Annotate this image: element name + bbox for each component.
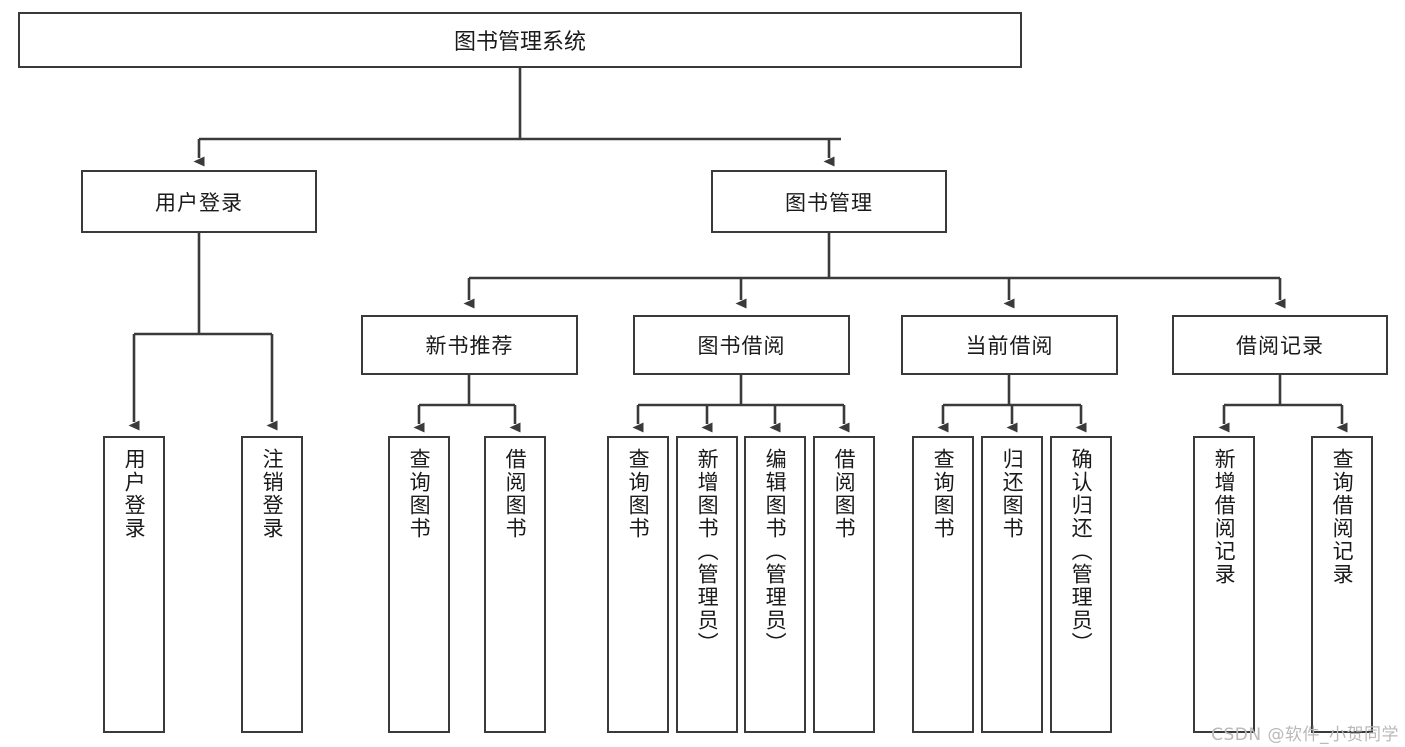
- node-book-management-label: 图书管理: [785, 190, 873, 215]
- leaf-add-borrow-record-label: 新增借阅记录: [1212, 448, 1237, 586]
- leaf-query-book-borrow[interactable]: 查询图书: [607, 436, 669, 733]
- leaf-edit-book-admin[interactable]: 编辑图书（管理员）: [744, 436, 806, 733]
- leaf-add-borrow-record[interactable]: 新增借阅记录: [1193, 436, 1255, 733]
- node-user-login-label: 用户登录: [155, 190, 243, 215]
- node-new-book-recommend[interactable]: 新书推荐: [361, 315, 578, 375]
- leaf-borrow-book-recommend[interactable]: 借阅图书: [484, 436, 546, 733]
- node-current-borrow-label: 当前借阅: [965, 334, 1054, 358]
- node-book-management[interactable]: 图书管理: [711, 170, 947, 233]
- leaf-add-book-admin[interactable]: 新增图书（管理员）: [676, 436, 738, 733]
- watermark: CSDN @软件_小贺同学: [1211, 725, 1399, 745]
- leaf-query-book-recommend[interactable]: 查询图书: [388, 436, 450, 733]
- leaf-query-book-borrow-label: 查询图书: [626, 448, 651, 540]
- node-book-borrow[interactable]: 图书借阅: [633, 315, 850, 375]
- leaf-user-logout-label: 注销登录: [260, 448, 285, 540]
- leaf-user-login-label: 用户登录: [122, 448, 147, 540]
- leaf-query-borrow-record[interactable]: 查询借阅记录: [1311, 436, 1373, 733]
- leaf-query-book-current[interactable]: 查询图书: [912, 436, 974, 733]
- leaf-edit-book-admin-label: 编辑图书（管理员）: [763, 448, 788, 655]
- node-book-borrow-label: 图书借阅: [697, 334, 786, 358]
- leaf-query-book-recommend-label: 查询图书: [407, 448, 432, 540]
- leaf-borrow-book[interactable]: 借阅图书: [813, 436, 875, 733]
- leaf-query-borrow-record-label: 查询借阅记录: [1330, 448, 1355, 586]
- node-user-login[interactable]: 用户登录: [81, 170, 317, 233]
- node-current-borrow[interactable]: 当前借阅: [901, 315, 1118, 375]
- leaf-user-logout[interactable]: 注销登录: [241, 436, 303, 733]
- leaf-confirm-return-admin[interactable]: 确认归还（管理员）: [1050, 436, 1112, 733]
- leaf-user-login[interactable]: 用户登录: [103, 436, 165, 733]
- leaf-return-book[interactable]: 归还图书: [981, 436, 1043, 733]
- node-borrow-record-label: 借阅记录: [1236, 334, 1324, 358]
- node-root-label: 图书管理系统: [453, 30, 586, 55]
- node-root[interactable]: 图书管理系统: [18, 12, 1022, 68]
- leaf-borrow-book-label: 借阅图书: [832, 448, 857, 540]
- node-new-book-recommend-label: 新书推荐: [425, 334, 514, 358]
- node-borrow-record[interactable]: 借阅记录: [1172, 315, 1388, 375]
- leaf-borrow-book-recommend-label: 借阅图书: [503, 448, 528, 540]
- leaf-query-book-current-label: 查询图书: [931, 448, 956, 540]
- leaf-return-book-label: 归还图书: [1000, 448, 1025, 540]
- leaf-confirm-return-admin-label: 确认归还（管理员）: [1069, 448, 1094, 655]
- leaf-add-book-admin-label: 新增图书（管理员）: [695, 448, 720, 655]
